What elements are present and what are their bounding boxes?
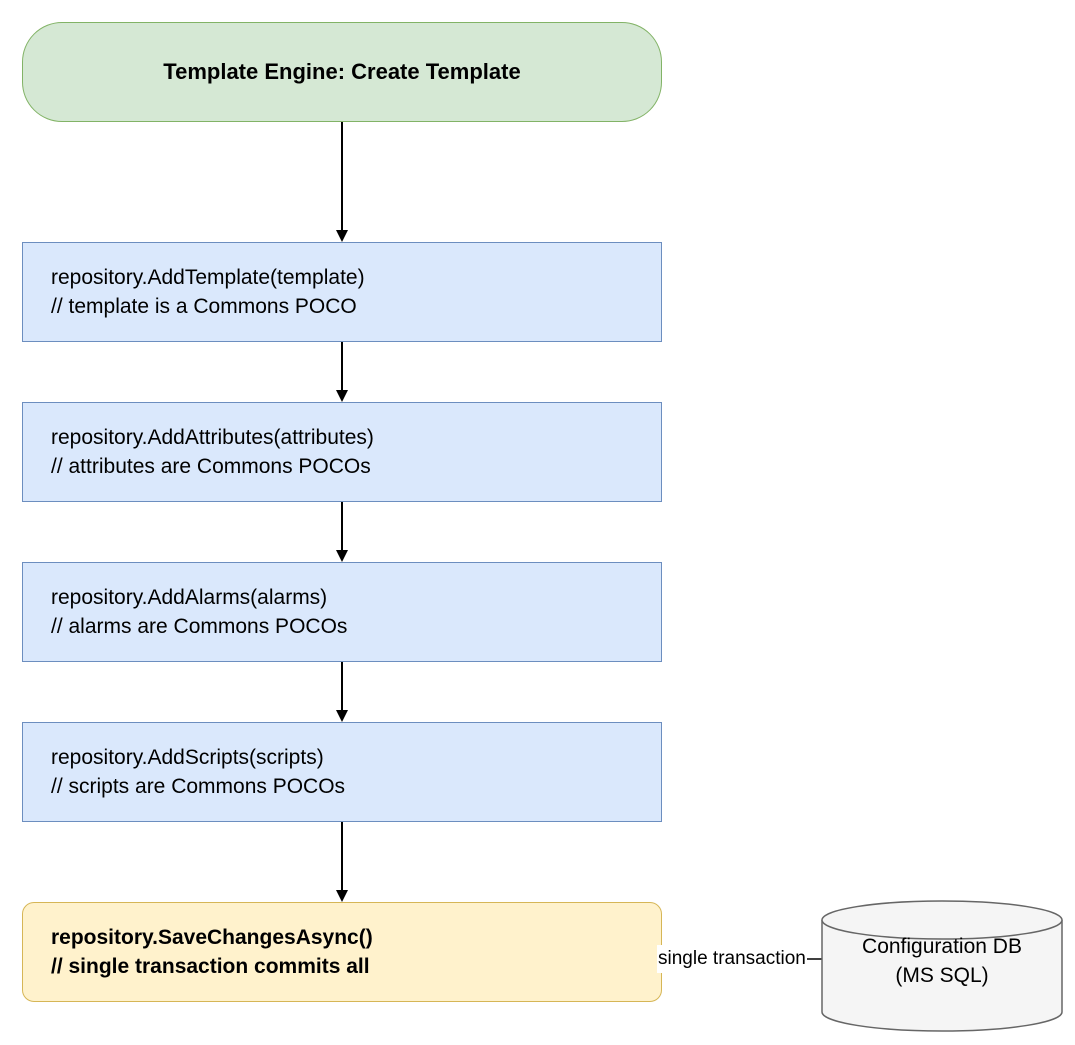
start-node: Template Engine: Create Template [22, 22, 662, 122]
database-label: Configuration DB (MS SQL) [822, 932, 1062, 990]
step-add-alarms-call: repository.AddAlarms(alarms) [51, 586, 328, 609]
step-add-attributes-comment: // attributes are Commons POCOs [51, 455, 371, 478]
start-label: Template Engine: Create Template [163, 59, 521, 84]
step-add-template: repository.AddTemplate(template) // temp… [22, 242, 662, 342]
step-add-scripts: repository.AddScripts(scripts) // script… [22, 722, 662, 822]
final-call: repository.SaveChangesAsync() [51, 926, 373, 949]
step-add-attributes-call: repository.AddAttributes(attributes) [51, 426, 374, 449]
step-add-alarms: repository.AddAlarms(alarms) // alarms a… [22, 562, 662, 662]
edge-label: single transaction [657, 945, 807, 973]
database-name: Configuration DB [862, 935, 1022, 958]
step-add-scripts-comment: // scripts are Commons POCOs [51, 775, 346, 798]
database-cylinder [821, 900, 1063, 1032]
step-add-scripts-call: repository.AddScripts(scripts) [51, 746, 324, 769]
step-add-alarms-comment: // alarms are Commons POCOs [51, 615, 348, 638]
database-type: (MS SQL) [895, 964, 989, 987]
step-add-template-call: repository.AddTemplate(template) [51, 266, 365, 289]
step-add-template-comment: // template is a Commons POCO [51, 295, 357, 318]
final-save-changes: repository.SaveChangesAsync() // single … [22, 902, 662, 1002]
step-add-attributes: repository.AddAttributes(attributes) // … [22, 402, 662, 502]
final-comment: // single transaction commits all [51, 955, 370, 978]
